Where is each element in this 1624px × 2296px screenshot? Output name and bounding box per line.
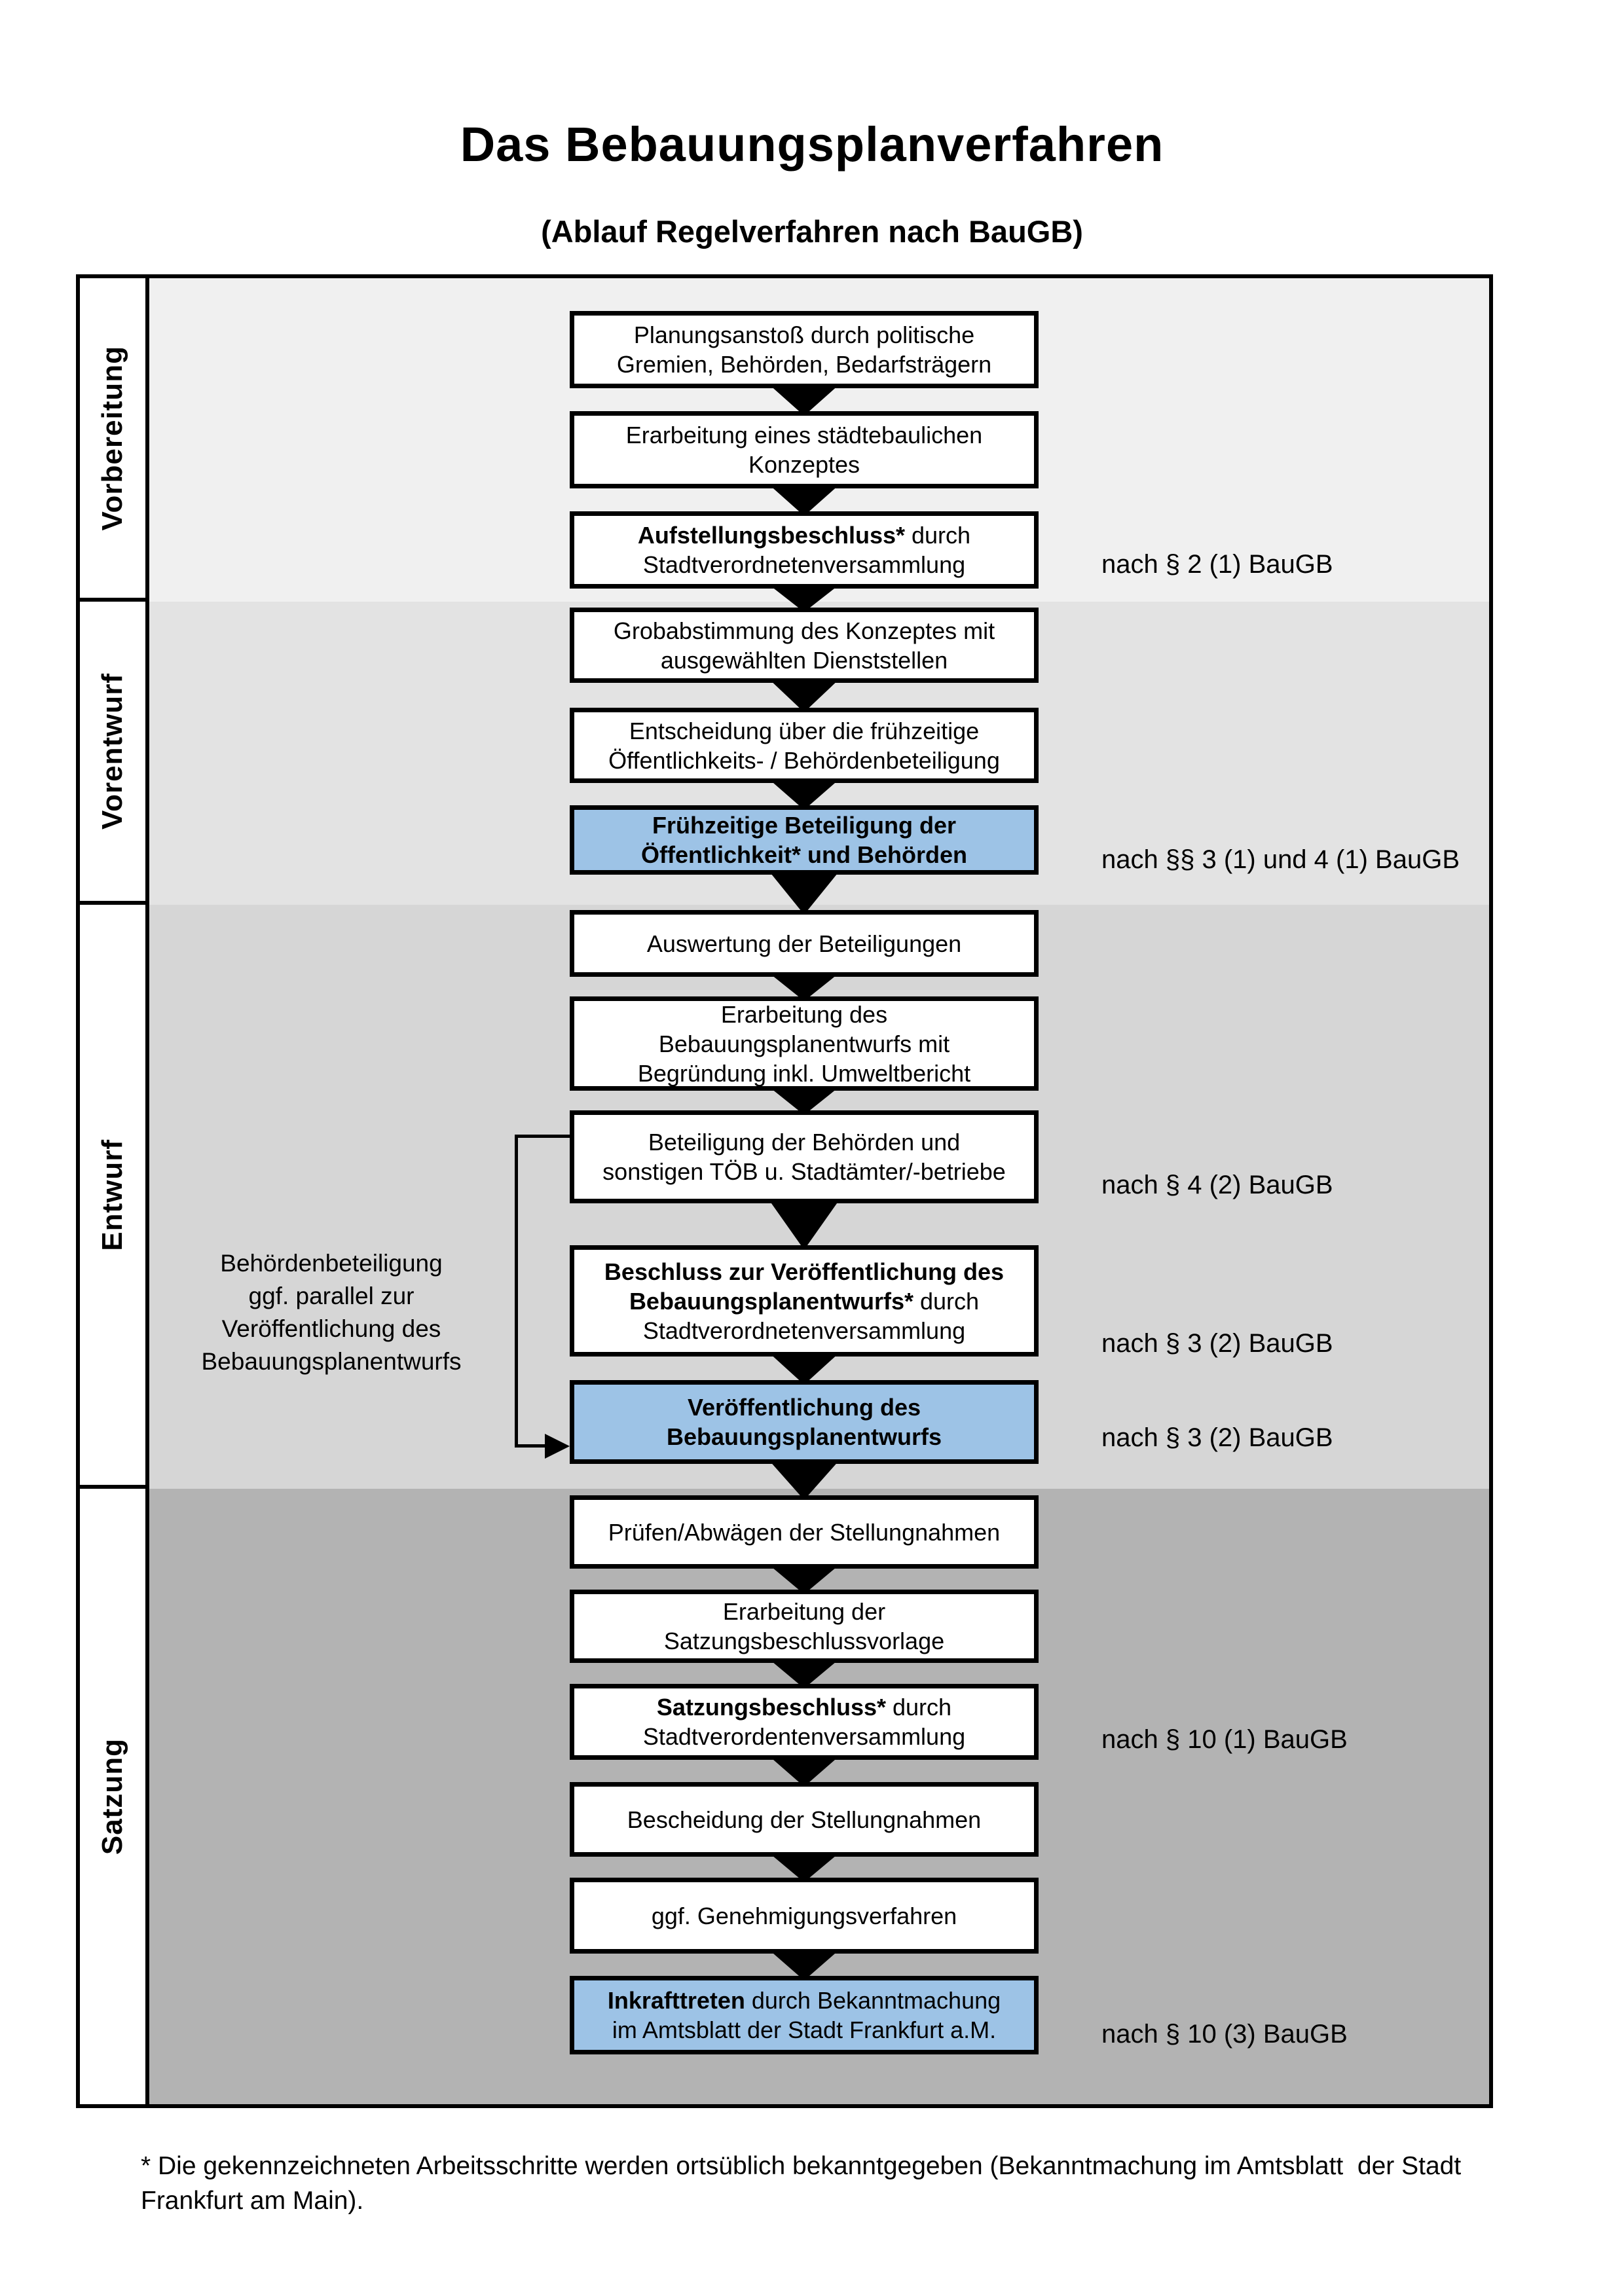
process-box-line: Planungsanstoß durch politische xyxy=(633,321,975,348)
process-box-line: Grobabstimmung des Konzeptes mit xyxy=(613,617,995,644)
flow-arrow-down-icon xyxy=(768,484,840,516)
parallel-connector-arrowhead-icon xyxy=(545,1434,570,1459)
process-box-line: Bebauungsplanentwurfs* durch xyxy=(629,1287,980,1315)
flow-arrow-down-icon xyxy=(768,384,840,416)
flow-arrow-down-icon xyxy=(768,870,840,915)
process-box-line: Auswertung der Beteiligungen xyxy=(646,930,962,957)
phase-cell-vorentwurf: Vorentwurf xyxy=(80,602,149,905)
parallel-connector-bottom-line xyxy=(515,1444,549,1448)
process-box-line: Bescheidung der Stellungnahmen xyxy=(627,1806,982,1833)
process-box-line: sonstigen TÖB u. Stadtämter/-betriebe xyxy=(602,1158,1006,1185)
process-box-line: Veröffentlichung des xyxy=(687,1394,921,1421)
legal-reference: nach §§ 3 (1) und 4 (1) BauGB xyxy=(1101,845,1460,874)
process-box-line: Frühzeitige Beteiligung der xyxy=(652,812,957,839)
parallel-process-annotation: Behördenbeteiligung ggf. parallel zur Ve… xyxy=(201,1250,462,1375)
process-box-line: Stadtverordnetenversammlung xyxy=(642,551,966,578)
process-box-line: Aufstellungsbeschluss* durch xyxy=(637,522,971,549)
phase-label: Vorentwurf xyxy=(96,673,128,829)
legal-reference: nach § 2 (1) BauGB xyxy=(1101,550,1333,579)
flow-arrow-down-icon xyxy=(768,1086,840,1115)
flow-arrow-down-icon xyxy=(768,1564,840,1594)
legal-reference: nach § 10 (3) BauGB xyxy=(1101,2020,1348,2049)
process-box-line: Konzeptes xyxy=(748,451,860,478)
page-subtitle: (Ablauf Regelverfahren nach BauGB) xyxy=(541,214,1083,249)
phase-label: Vorbereitung xyxy=(96,345,128,531)
phase-label: Entwurf xyxy=(96,1139,128,1251)
process-box-7: Auswertung der Beteiligungen xyxy=(570,910,1039,977)
flow-arrow-down-icon xyxy=(768,1755,840,1787)
process-box-line: Beschluss zur Veröffentlichung des xyxy=(604,1258,1005,1285)
process-box-line: Erarbeitung eines städtebaulichen xyxy=(625,422,983,448)
page-title: Das Bebauungsplanverfahren xyxy=(460,117,1164,172)
flow-arrow-down-icon xyxy=(768,972,840,1001)
phase-label: Satzung xyxy=(96,1738,128,1855)
process-box-line: Stadtverordnetenversammlung xyxy=(642,1317,966,1344)
process-box-line: ausgewählten Dienststellen xyxy=(660,646,948,674)
process-box-12: Prüfen/Abwägen der Stellungnahmen xyxy=(570,1495,1039,1569)
legal-reference: nach § 3 (2) BauGB xyxy=(1101,1423,1333,1452)
process-box-line: Stadtverordentenversammlung xyxy=(642,1723,966,1750)
phase-cell-satzung: Satzung xyxy=(80,1489,149,2104)
flow-arrow-down-icon xyxy=(768,778,840,810)
flow-arrow-down-icon xyxy=(768,1852,840,1882)
process-box-line: ggf. Genehmigungsverfahren xyxy=(651,1902,957,1929)
process-box-line: Prüfen/Abwägen der Stellungnahmen xyxy=(608,1518,1001,1546)
legal-reference: nach § 4 (2) BauGB xyxy=(1101,1171,1333,1199)
process-box-line: Erarbeitung des xyxy=(720,1000,888,1028)
process-box-line: Bebauungsplanentwurfs mit xyxy=(658,1030,950,1057)
process-box-line: im Amtsblatt der Stadt Frankfurt a.M. xyxy=(612,2016,997,2043)
flow-arrow-down-icon xyxy=(768,1199,840,1250)
footnote: * Die gekennzeichneten Arbeitsschritte w… xyxy=(141,2152,1462,2215)
flow-arrow-down-icon xyxy=(768,584,840,612)
phase-cell-vorbereitung: Vorbereitung xyxy=(80,278,149,602)
process-box-line: Erarbeitung der xyxy=(722,1598,886,1625)
process-box-16: ggf. Genehmigungsverfahren xyxy=(570,1878,1039,1954)
process-box-line: Bebauungsplanentwurfs xyxy=(666,1423,942,1450)
process-box-line: Satzungsbeschlussvorlage xyxy=(663,1628,945,1654)
flow-arrow-down-icon xyxy=(768,1658,840,1688)
process-box-line: Inkrafttreten durch Bekanntmachung xyxy=(607,1987,1001,2014)
flow-arrow-down-icon xyxy=(768,678,840,712)
process-box-line: Beteiligung der Behörden und xyxy=(648,1129,961,1156)
parallel-connector-top-line xyxy=(515,1135,570,1138)
process-box-line: Öffentlichkeits- / Behördenbeteiligung xyxy=(608,746,1000,774)
parallel-connector-vertical-line xyxy=(515,1135,518,1448)
process-box-line: Öffentlichkeit* und Behörden xyxy=(640,841,968,868)
process-box-15: Bescheidung der Stellungnahmen xyxy=(570,1782,1039,1857)
process-box-line: Satzungsbeschluss* durch xyxy=(656,1694,952,1721)
legal-reference: nach § 3 (2) BauGB xyxy=(1101,1329,1333,1358)
process-box-line: Begründung inkl. Umweltbericht xyxy=(637,1059,971,1087)
flow-arrow-down-icon xyxy=(768,1459,840,1500)
process-box-line: Gremien, Behörden, Bedarfsträgern xyxy=(616,351,992,378)
phase-cell-entwurf: Entwurf xyxy=(80,905,149,1489)
flow-arrow-down-icon xyxy=(768,1949,840,1980)
flow-arrow-down-icon xyxy=(768,1352,840,1385)
process-box-line: Entscheidung über die frühzeitige xyxy=(629,717,980,744)
legal-reference: nach § 10 (1) BauGB xyxy=(1101,1725,1348,1754)
